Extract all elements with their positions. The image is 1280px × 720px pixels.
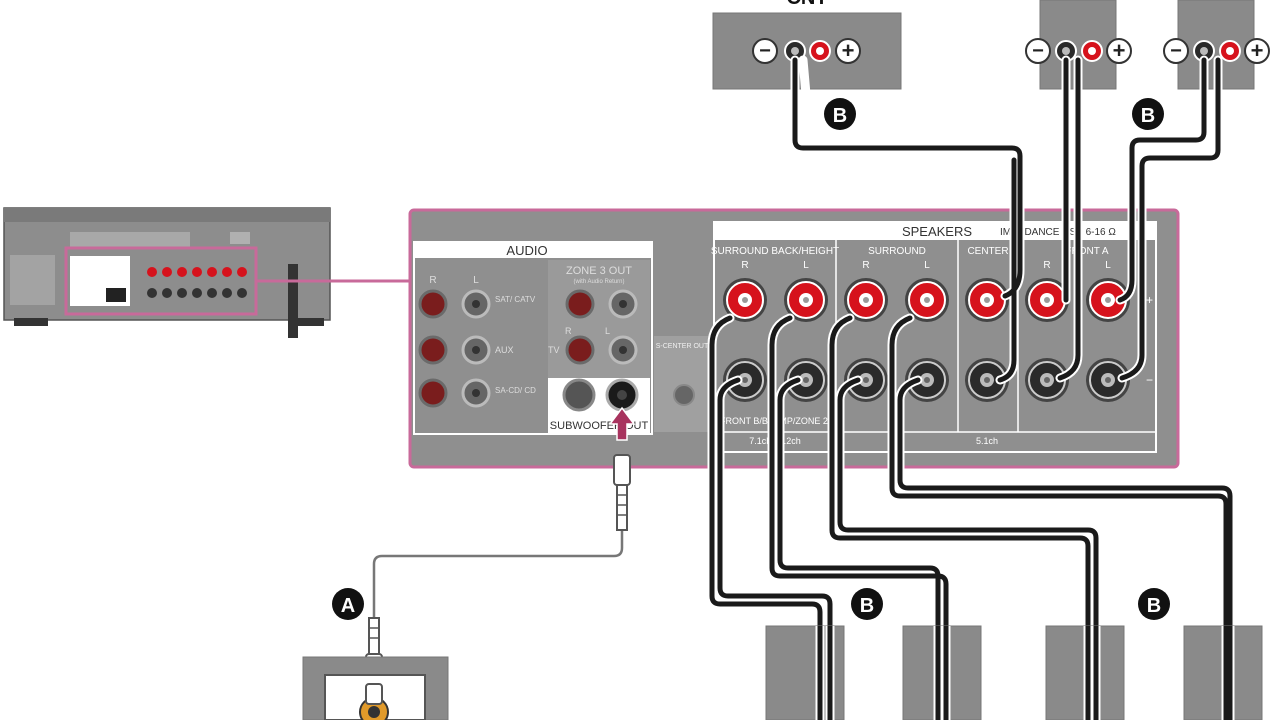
audio-l-label: L [473,275,479,286]
sacd-cd-label: SA-CD/ CD [495,386,536,395]
subwoofer-out-label: SUBWOOFER OUT [550,420,649,432]
center-speaker-label: CNT [786,0,827,9]
minus-sign: − [759,40,771,62]
insert-arrow-icon [608,406,636,441]
minus-sign: − [1032,40,1044,62]
surround-back-height-label: SURROUND BACK/HEIGHT [711,246,839,257]
rear-panel-zoom: AUDIO R L SAT/ CATV AUX SA-CD/ CD ZONE 3… [408,208,1180,469]
impedance-label: IMPEDANCE USE 6-16 Ω [1000,227,1116,238]
center-speaker-terminals: − + [752,38,861,64]
audio-r-label: R [429,275,436,286]
aux-label: AUX [495,345,514,355]
receiver-overview [3,207,410,338]
subwoofer [302,656,449,720]
front-a-label: FRONT A [1065,246,1108,257]
callout-a: A [332,588,364,620]
surround-r-label: R [862,260,869,271]
cable-tails [815,626,1235,720]
plus-sign: + [1251,38,1264,63]
callout-b-text: B [833,105,847,127]
speaker-cables [707,55,1235,720]
speakers-label: SPEAKERS [902,224,972,239]
callout-b-text: B [1147,595,1161,617]
callout-b-bottom-left: B [851,588,883,620]
callout-a-text: A [341,595,355,617]
zone3-r-label: R [565,326,572,336]
minus-sign: − [1170,40,1182,62]
surround-label: SURROUND [868,246,926,257]
callout-b-text: B [1141,105,1155,127]
callout-b-top-left: B [824,98,856,130]
speaker-plus-terminals [723,278,1130,322]
audio-label: AUDIO [506,243,547,258]
s-center-out-label: S-CENTER OUT [656,343,709,350]
speakers-plus-label: + [1146,293,1153,307]
callout-b-bottom-right: B [1138,588,1170,620]
zone3-l-label: L [605,326,610,336]
front-a-r-label: R [1043,260,1050,271]
callout-b-text: B [860,595,874,617]
speaker-minus-terminals [723,358,1130,402]
plus-sign: + [1113,38,1126,63]
ch-51-label: 5.1ch [976,436,998,446]
plus-sign: + [842,38,855,63]
sbh-r-label: R [741,260,748,271]
zone3-out-label: ZONE 3 OUT [566,265,632,277]
front-a-l-label: L [1105,260,1111,271]
speakers-minus-label: − [1146,373,1153,387]
bottom-speakers [765,625,1263,720]
tv-label: TV [548,345,560,355]
zone3-sub-label: (with Audio Return) [573,279,624,285]
callout-b-top-right: B [1132,98,1164,130]
audio-jacks [418,289,491,408]
sbh-l-label: L [803,260,809,271]
surround-l-label: L [924,260,930,271]
front-right-terminals: − + [1163,38,1270,64]
center-label: CENTER [967,246,1008,257]
front-left-terminals: − + [1025,38,1132,64]
sat-catv-label: SAT/ CATV [495,295,536,304]
